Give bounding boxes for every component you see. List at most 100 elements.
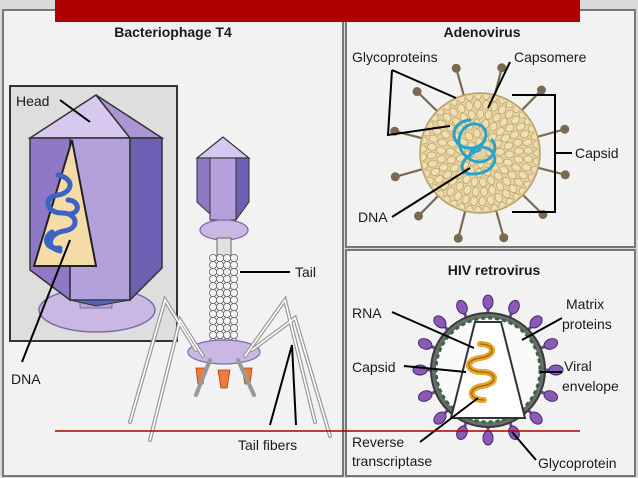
fiber-spike	[533, 165, 566, 176]
sheath-bead	[215, 302, 224, 311]
fiber-knob	[412, 87, 422, 97]
sheath-bead	[222, 267, 231, 276]
sheath-bead	[208, 288, 217, 297]
sheath-bead	[222, 260, 231, 269]
sheath-bead	[208, 302, 217, 311]
capsomere	[443, 170, 453, 179]
sheath-bead	[222, 281, 231, 290]
capsomere	[508, 184, 518, 193]
sheath-bead	[222, 295, 231, 304]
sheath-bead	[222, 330, 231, 339]
capsomere	[514, 178, 524, 187]
capsomere	[495, 148, 505, 156]
sheath-bead	[215, 267, 224, 276]
sheath-bead	[215, 274, 224, 283]
sheath-bead	[208, 281, 217, 290]
capsomere	[509, 130, 520, 139]
rna-label: RNA	[352, 305, 382, 321]
capsomere	[520, 130, 530, 139]
capsomere	[447, 139, 457, 148]
capsomere	[495, 181, 505, 192]
capsomere	[427, 143, 437, 151]
glycoprotein-knob	[529, 315, 543, 329]
capsomere	[504, 150, 515, 159]
phage-dna-label: DNA	[11, 371, 41, 387]
sheath-bead	[215, 288, 224, 297]
sheath-bead	[229, 274, 238, 283]
viral-envelope-label-line1: Viral	[564, 358, 592, 374]
glycoprotein-knob	[482, 294, 494, 310]
fiber-spike	[394, 167, 427, 178]
adenovirus-title: Adenovirus	[443, 24, 520, 40]
glycoprotein-knob	[456, 299, 468, 315]
glycoprotein-knob	[433, 411, 447, 425]
tail-fibers-label: Tail fibers	[238, 437, 297, 453]
top-accent-bar	[55, 0, 580, 22]
capsomere	[489, 122, 498, 132]
fiber-knob	[497, 63, 507, 73]
fiber-knob	[499, 233, 509, 243]
hiv-particle	[412, 294, 564, 446]
capsomere	[494, 171, 503, 181]
fiber-spike	[518, 89, 543, 114]
capsomere	[478, 196, 487, 207]
fiber-spike	[416, 90, 441, 115]
sheath-bead	[215, 281, 224, 290]
rna-leader	[391, 311, 475, 349]
capsomere-leader	[487, 61, 511, 109]
capsomere	[533, 149, 538, 157]
capsomere	[470, 196, 478, 206]
fiber-spike	[417, 192, 442, 217]
hiv-capsid-label: Capsid	[352, 359, 396, 375]
tail-fibers-leader	[269, 344, 297, 426]
hiv-title: HIV retrovirus	[448, 262, 541, 278]
capsomere	[488, 185, 497, 195]
glycoprotein-label: Glycoprotein	[538, 455, 617, 471]
fiber-knob	[451, 63, 461, 73]
fiber-knob	[390, 172, 400, 182]
rt-label-line1: Reverse	[352, 434, 404, 450]
capsomere	[499, 165, 509, 175]
adeno-dna-label: DNA	[358, 209, 388, 225]
glycoprotein-knob	[508, 299, 520, 315]
fiber-spike	[457, 206, 468, 239]
capsomere	[502, 177, 512, 186]
capsomere	[427, 159, 438, 168]
capsomere	[523, 155, 533, 163]
capsomere	[488, 132, 497, 142]
capsomere	[455, 181, 464, 191]
sheath-bead	[208, 260, 217, 269]
sheath-bead	[229, 309, 238, 318]
adenovirus-particle	[390, 63, 570, 243]
sheath-bead	[222, 316, 231, 325]
capsomere	[505, 123, 515, 133]
glycoprotein-knob	[529, 411, 543, 425]
matrix-leader	[521, 317, 563, 341]
capsomere	[476, 109, 484, 119]
tail-sheath	[208, 253, 238, 346]
capsomere	[463, 185, 472, 195]
sheath-bead	[222, 309, 231, 318]
capsomere	[449, 107, 458, 117]
capsomere	[486, 195, 495, 206]
sheath-bead	[222, 302, 231, 311]
capsomere	[436, 146, 446, 155]
capsomere	[500, 134, 511, 143]
capsomere	[436, 155, 447, 163]
glycoproteins-leader-2	[391, 69, 457, 99]
capsomere	[499, 117, 508, 127]
sheath-bead	[229, 260, 238, 269]
sheath-bead	[222, 253, 231, 262]
capsomere	[480, 186, 488, 197]
capsomere	[518, 171, 528, 180]
capsomere	[438, 163, 449, 172]
sheath-bead	[222, 274, 231, 283]
sheath-bead	[208, 253, 217, 262]
capsomere	[512, 138, 523, 147]
capsomere	[492, 113, 501, 123]
fiber-knob	[453, 233, 463, 243]
sheath-bead	[208, 316, 217, 325]
capsomere	[453, 191, 462, 201]
glycoprotein-knob	[482, 430, 494, 446]
